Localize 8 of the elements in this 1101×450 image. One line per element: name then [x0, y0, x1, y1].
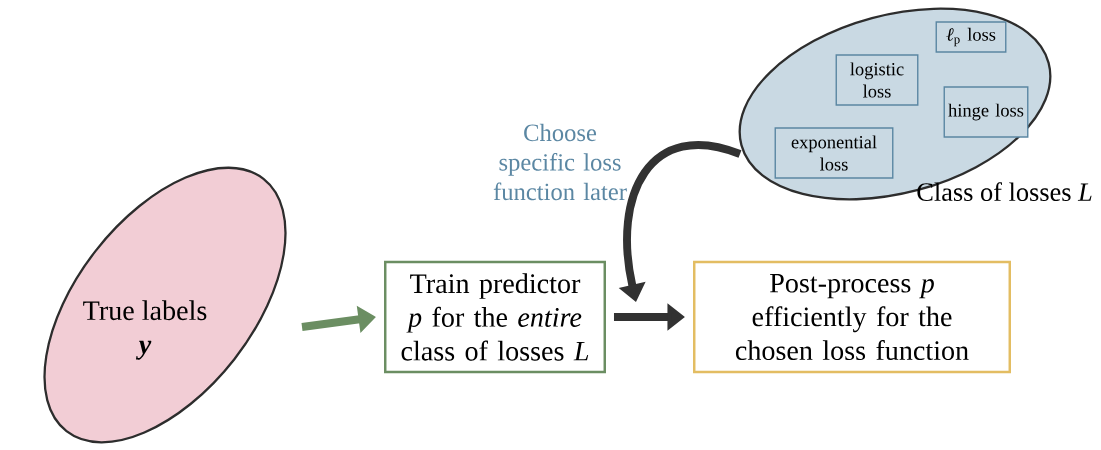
process-box: Post-process p efficiently for the chosen loss function [693, 260, 1011, 374]
node-label: L [1077, 183, 1092, 201]
loss-box: ℓ$_{p}$ loss [935, 21, 1007, 53]
loss-box: logistic loss [835, 54, 919, 106]
loss-box: exponential loss [774, 127, 894, 179]
edge-label: Choose specific loss function later [493, 123, 627, 201]
loss-box: hinge loss [943, 86, 1029, 138]
process-box: Train predictor p for the entire class of losses L [384, 260, 606, 374]
